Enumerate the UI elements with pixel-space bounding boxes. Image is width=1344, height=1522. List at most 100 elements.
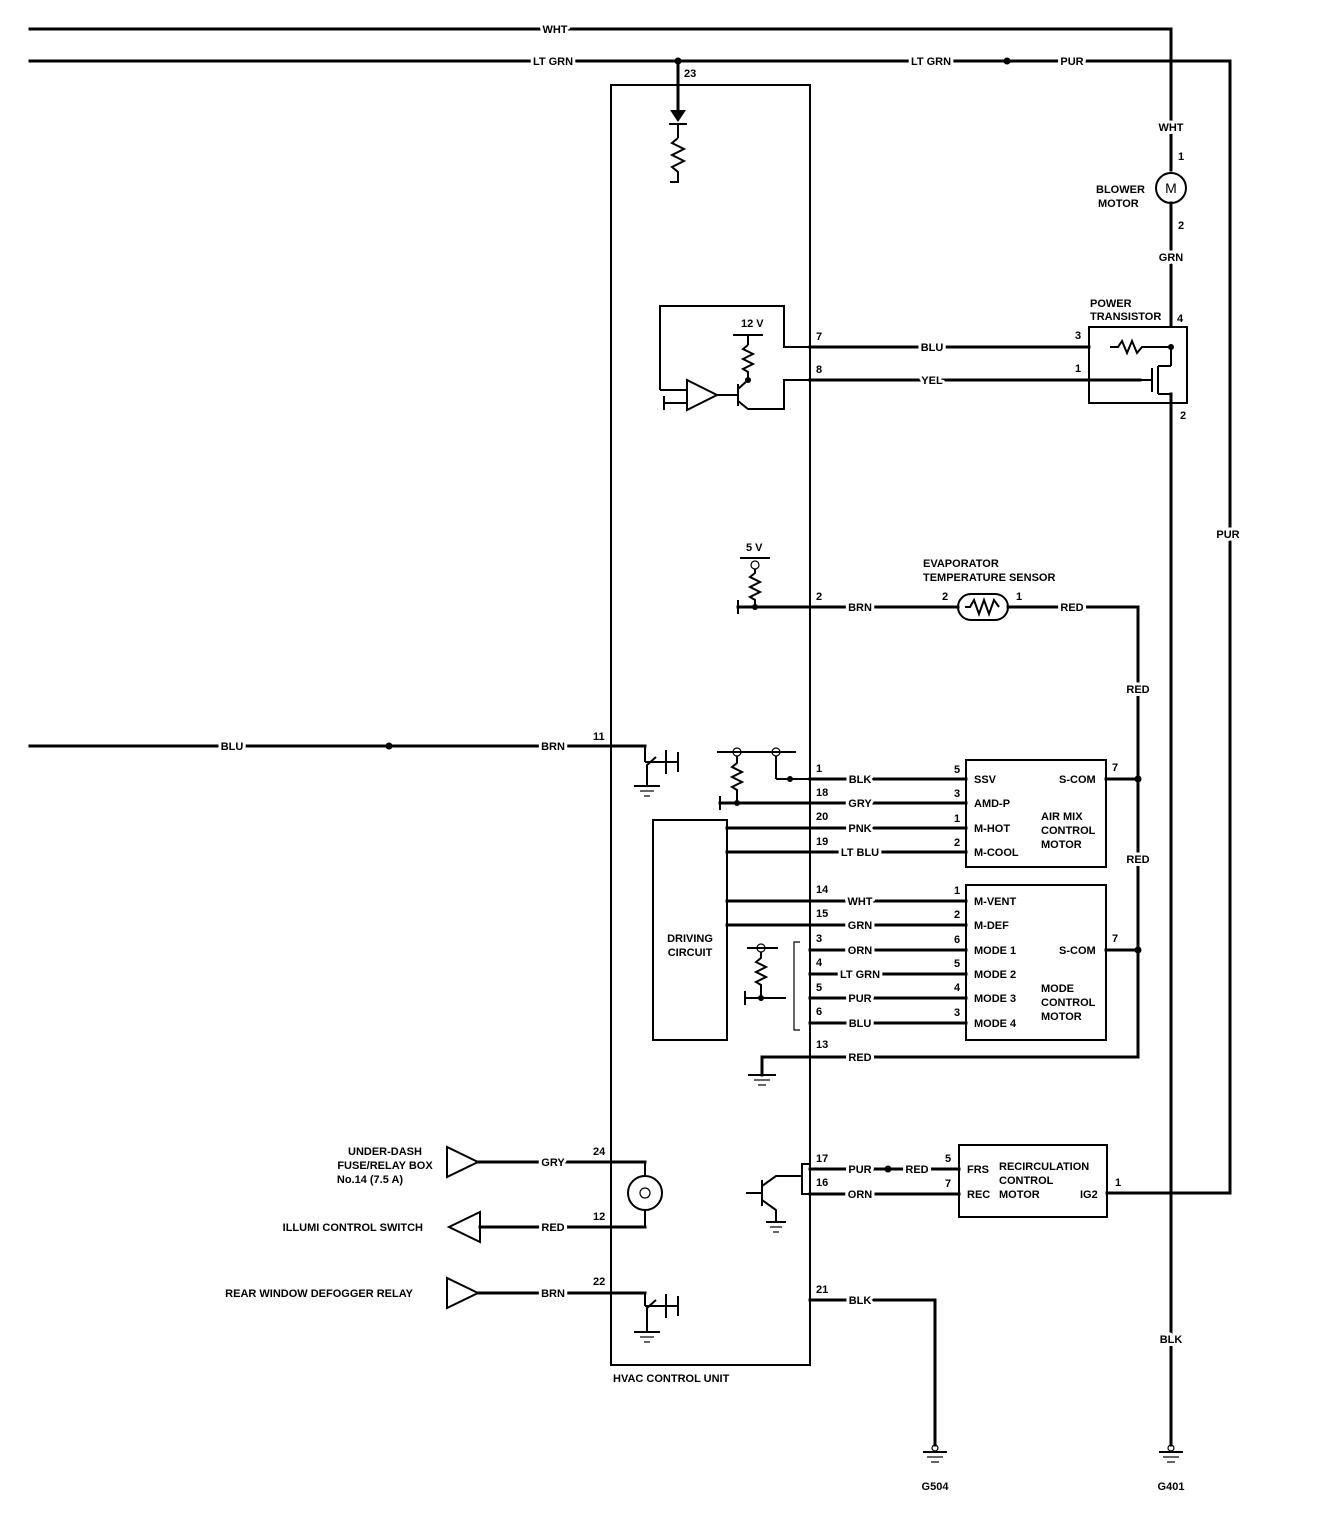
mode-pin-2: 6 — [954, 934, 960, 946]
pin-19-number: 19 — [816, 836, 828, 848]
red-vert-label-1: RED — [1126, 684, 1149, 696]
driving-circuit-label-1: DRIVING — [667, 933, 713, 945]
red-13-label: RED — [848, 1052, 871, 1064]
hvac-control-unit-box — [610, 84, 811, 1366]
v5-label: 5 V — [746, 542, 763, 554]
recirc-pin-2: 1 — [1115, 1177, 1121, 1189]
evap-label-1: EVAPORATOR — [923, 558, 999, 570]
pin-17-number: 17 — [816, 1153, 828, 1165]
gry-24-label: GRY — [541, 1157, 565, 1169]
driving-circuit-label-2: CIRCUIT — [668, 947, 713, 959]
rear-defogger-label: REAR WINDOW DEFOGGER RELAY — [225, 1288, 413, 1300]
illumi-label: ILLUMI CONTROL SWITCH — [283, 1222, 423, 1234]
illumi-connector-icon — [446, 1210, 481, 1244]
brn-11-label: BRN — [541, 741, 565, 753]
recirc-label-3: MOTOR — [999, 1189, 1040, 1201]
mode-pin-4: 4 — [954, 982, 961, 994]
am-term-3: M-COOL — [974, 847, 1019, 859]
power-transistor: POWER TRANSISTOR 4 3 1 2 — [1075, 298, 1188, 1447]
am-term-1: AMD-P — [974, 798, 1010, 810]
v12-label: 12 V — [741, 318, 764, 330]
am-term-0: SSV — [974, 774, 997, 786]
red-recirc-label: RED — [905, 1164, 928, 1176]
recirc-pin-0: 5 — [945, 1153, 951, 1165]
blu-6-label: BLU — [849, 1018, 872, 1030]
am-term-2: M-HOT — [974, 823, 1010, 835]
pur-label-top: PUR — [1060, 56, 1083, 68]
pur-label-side: PUR — [1216, 529, 1239, 541]
pin-3-number: 3 — [816, 933, 822, 945]
pin-13-number: 13 — [816, 1039, 828, 1051]
blower-drive-circuit: 12 V 7 BLU 8 YEL — [659, 305, 1142, 412]
am-label-2: CONTROL — [1041, 825, 1096, 837]
blower-label-1: BLOWER — [1096, 184, 1145, 196]
splice-pur — [1003, 57, 1011, 65]
grn-15-label: GRN — [848, 920, 873, 932]
am-label-3: MOTOR — [1041, 839, 1082, 851]
am-pin-3: 2 — [954, 837, 960, 849]
mode-pin-5: 3 — [954, 1007, 960, 1019]
power-transistor-label-2: TRANSISTOR — [1090, 311, 1161, 323]
ground-circuits: G504 G401 BLK 21 BLK — [808, 1284, 1185, 1493]
driving-circuit-box — [652, 819, 728, 1041]
gry-18-label: GRY — [848, 798, 872, 810]
mode-term-4: MODE 3 — [974, 993, 1016, 1005]
pin-16-number: 16 — [816, 1177, 828, 1189]
under-dash-label-1: UNDER-DASH — [348, 1146, 422, 1158]
blk-right-label: BLK — [1160, 1334, 1183, 1346]
recirc-term-1: REC — [967, 1189, 990, 1201]
recirc-term-0: FRS — [967, 1164, 989, 1176]
pt-pin-4: 4 — [1177, 313, 1184, 325]
recirc-motor-box — [958, 1144, 1108, 1218]
left-connections: UNDER-DASH FUSE/RELAY BOX No.14 (7.5 A) … — [225, 1145, 679, 1343]
yel-wire-label: YEL — [921, 375, 943, 387]
pt-pin-2: 2 — [1180, 410, 1186, 422]
mode-com: S-COM — [1059, 945, 1096, 957]
power-transistor-box — [1088, 326, 1188, 404]
evap-pin-2: 2 — [942, 591, 948, 603]
evap-pin-1: 1 — [1016, 591, 1022, 603]
power-transistor-label-1: POWER — [1090, 298, 1132, 310]
air-mix-circuit: DRIVING CIRCUIT SSV AMD-P M-HOT M-COOL 5… — [652, 747, 1142, 1041]
recirc-term-2: IG2 — [1080, 1189, 1098, 1201]
mode-pin-1: 2 — [954, 909, 960, 921]
mode-label-3: MOTOR — [1041, 1011, 1082, 1023]
pin-1-number: 1 — [816, 763, 822, 775]
amplifier-icon — [686, 378, 720, 412]
pt-pin-3: 3 — [1075, 330, 1081, 342]
hvac-control-unit-label: HVAC CONTROL UNIT — [613, 1373, 730, 1385]
mode-motor-circuit: M-VENT M-DEF MODE 1 MODE 2 MODE 3 MODE 4… — [725, 884, 1142, 1041]
lt-grn-label-1: LT GRN — [533, 56, 573, 68]
am-pin-2: 1 — [954, 813, 960, 825]
blower-pin-2: 2 — [1178, 220, 1184, 232]
red-sensor-label: RED — [1060, 602, 1083, 614]
evap-label-2: TEMPERATURE SENSOR — [923, 572, 1055, 584]
g401-label: G401 — [1158, 1481, 1185, 1493]
pin-20-number: 20 — [816, 811, 828, 823]
top-wires: WHT LT GRN LT GRN PUR PUR WHT — [28, 21, 1243, 1195]
ltblu-19-label: LT BLU — [841, 847, 879, 859]
red-vert-label-2: RED — [1126, 854, 1149, 866]
g504-label: G504 — [922, 1481, 950, 1493]
motor-symbol: M — [1165, 180, 1177, 196]
air-mix-motor-box — [965, 759, 1107, 868]
pur-5-label: PUR — [848, 993, 871, 1005]
pin-22-number: 22 — [593, 1276, 605, 1288]
mode-pin-0: 1 — [954, 885, 960, 897]
blu-left-label: BLU — [221, 741, 244, 753]
under-dash-connector-icon — [446, 1145, 481, 1179]
pin-6-number: 6 — [816, 1006, 822, 1018]
blower-label-2: MOTOR — [1098, 198, 1139, 210]
pin-23-number: 23 — [684, 68, 696, 80]
mode-label-1: MODE — [1041, 983, 1074, 995]
pin-8-number: 8 — [816, 364, 822, 376]
am-pin-1: 3 — [954, 788, 960, 800]
brn-sensor-label: BRN — [848, 602, 872, 614]
pnk-20-label: PNK — [848, 823, 871, 835]
recirc-motor-circuit: FRS REC IG2 5 7 1 RECIRCULATION CONTROL … — [746, 1144, 1232, 1233]
pur-17-label: PUR — [848, 1164, 871, 1176]
am-pin-0: 5 — [954, 764, 960, 776]
under-dash-label-2: FUSE/RELAY BOX — [337, 1160, 433, 1172]
mode-com-pin: 7 — [1112, 933, 1118, 945]
